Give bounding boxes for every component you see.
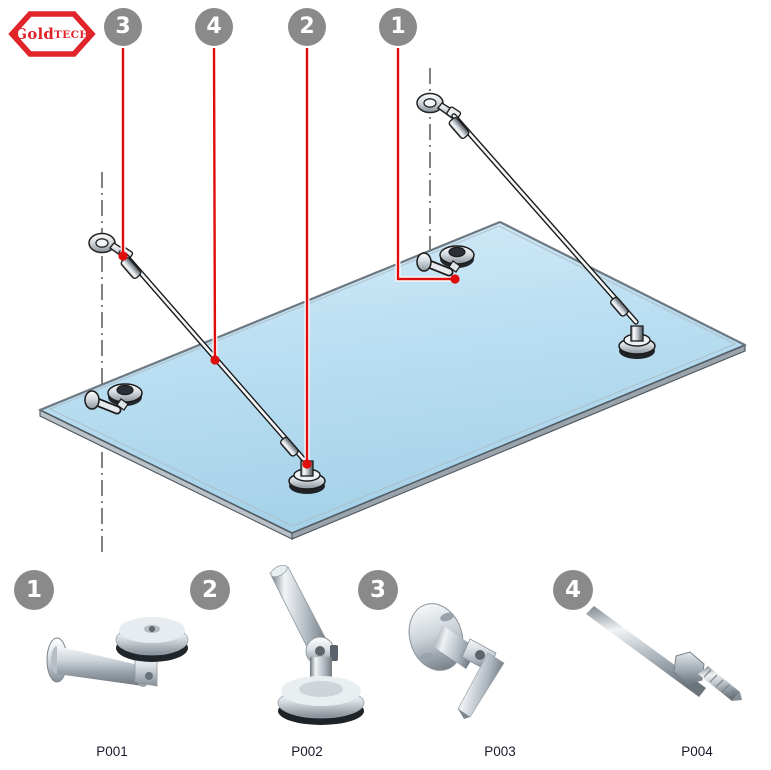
leader-endpoint-1 — [450, 274, 460, 284]
strut-assembly-right — [416, 92, 656, 359]
callout-badge-4-label: 4 — [206, 14, 222, 39]
part-badge-1[interactable]: 1 — [14, 570, 54, 610]
leader-line-4 — [212, 47, 217, 361]
part-badge-2-label: 2 — [201, 576, 218, 603]
part-image-p004[interactable] — [580, 600, 760, 720]
callout-badge-1-label: 1 — [390, 14, 406, 39]
part-badge-3-label: 3 — [369, 576, 386, 603]
callout-badge-3-label: 3 — [115, 14, 131, 39]
logo-text-sub: TECH — [54, 29, 90, 41]
leader-endpoint-4 — [210, 355, 220, 365]
isometric-assembly-drawing — [38, 47, 747, 552]
leader-endpoint-2 — [302, 459, 312, 469]
clamp-arm-fitting-right — [416, 245, 475, 277]
part-label-p001: P001 — [96, 744, 128, 759]
glass-disc-fitting-right — [618, 325, 656, 359]
callout-badge-1[interactable]: 1 — [379, 8, 417, 46]
part-label-p002: P002 — [291, 744, 323, 759]
logo-text-main: Gold — [14, 25, 55, 43]
glass-canopy-panel — [38, 220, 747, 540]
part-image-p002[interactable] — [248, 565, 378, 725]
part-label-p003: P003 — [484, 744, 516, 759]
logo-hexagon-icon — [8, 11, 96, 57]
callout-leader-lines — [118, 47, 460, 469]
clamp-arm-fitting-left — [84, 383, 143, 415]
part-image-p001[interactable] — [35, 600, 195, 725]
part-badge-1-label: 1 — [25, 576, 42, 603]
wall-anchor-right — [416, 92, 462, 121]
leader-line-1 — [396, 48, 455, 281]
part-image-p003[interactable] — [400, 595, 570, 725]
callout-badge-2[interactable]: 2 — [288, 8, 326, 46]
leader-endpoint-3 — [118, 251, 128, 261]
callout-badge-3[interactable]: 3 — [104, 8, 142, 46]
part-label-p004: P004 — [681, 744, 713, 759]
part-badge-2[interactable]: 2 — [190, 570, 230, 610]
part-badge-4[interactable]: 4 — [553, 570, 593, 610]
callout-badge-2-label: 2 — [299, 14, 315, 39]
callout-badge-4[interactable]: 4 — [195, 8, 233, 46]
part-badge-3[interactable]: 3 — [358, 570, 398, 610]
part-badge-4-label: 4 — [564, 576, 581, 603]
